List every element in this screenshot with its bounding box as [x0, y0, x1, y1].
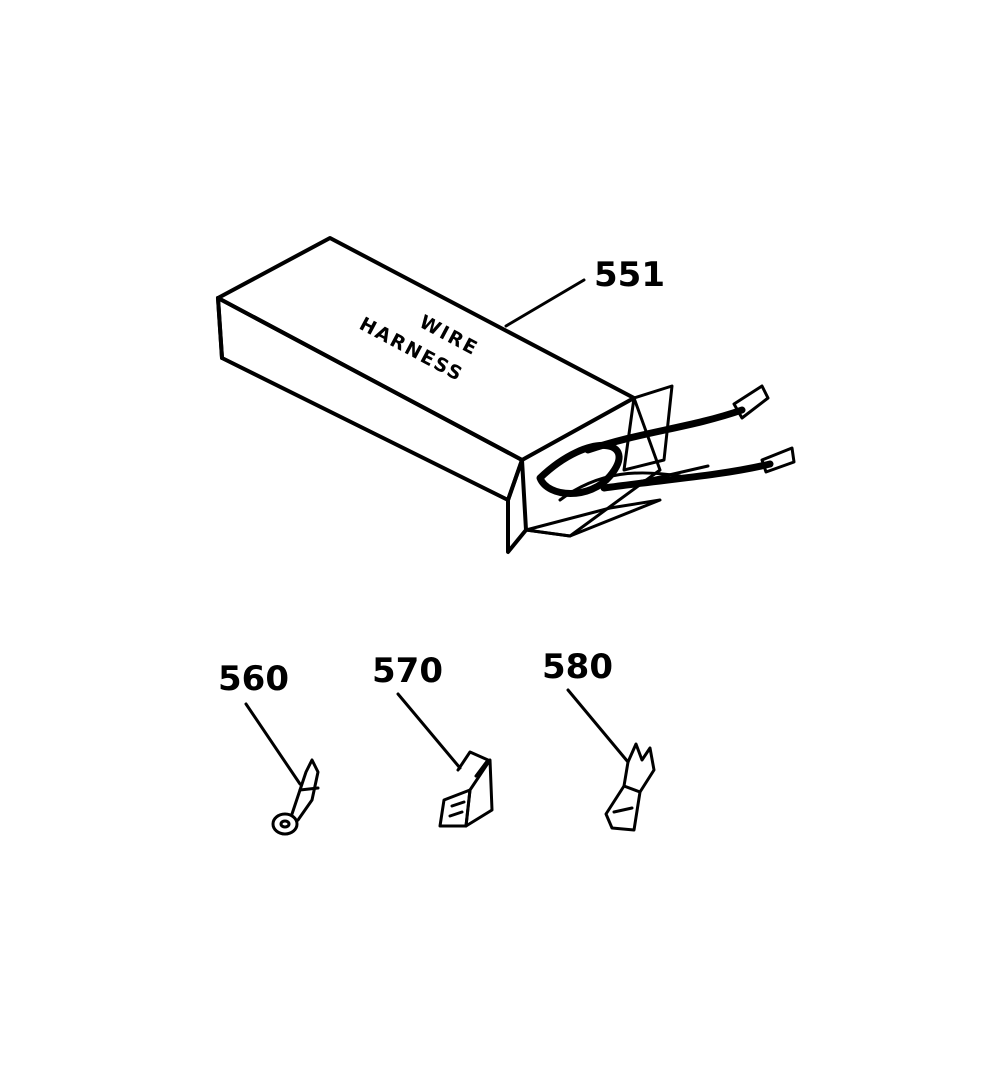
box-top-flap: [622, 384, 674, 472]
wire-harness-box: WIRE HARNESS 551: [216, 236, 796, 554]
box-opening: [520, 396, 662, 538]
flag-terminal: 570: [372, 651, 494, 828]
spade-terminal-crimp: [622, 742, 656, 794]
harness-wires: [536, 384, 796, 502]
ring-terminal-eye: [271, 812, 299, 836]
ring-terminal-hole: [279, 819, 291, 829]
callout-570: 570: [372, 651, 443, 691]
leader-line-551: [504, 278, 586, 328]
callout-551: 551: [594, 255, 665, 295]
callout-580: 580: [542, 647, 613, 687]
wire-connector-upper: [732, 384, 770, 420]
wire-inner: [558, 471, 682, 502]
wire-coil: [536, 441, 623, 497]
spade-terminal: 580: [542, 647, 656, 832]
flag-terminal-crimp: [456, 750, 490, 778]
leader-line-570: [396, 692, 462, 770]
ring-terminal: 560: [218, 659, 320, 836]
callout-560: 560: [218, 659, 289, 699]
spade-terminal-detail: [612, 806, 634, 814]
box-left-edge: [216, 296, 224, 360]
wire-lower: [600, 460, 774, 492]
spade-terminal-body: [604, 784, 642, 832]
flag-terminal-tab: [464, 758, 494, 828]
ring-terminal-band: [298, 786, 320, 792]
box-bottom-flap: [524, 498, 662, 538]
leader-line-580: [566, 688, 630, 764]
leader-line-560: [244, 702, 302, 786]
wire-upper: [584, 406, 746, 454]
wire-connector-lower: [760, 446, 796, 474]
flag-terminal-detail: [448, 800, 466, 818]
